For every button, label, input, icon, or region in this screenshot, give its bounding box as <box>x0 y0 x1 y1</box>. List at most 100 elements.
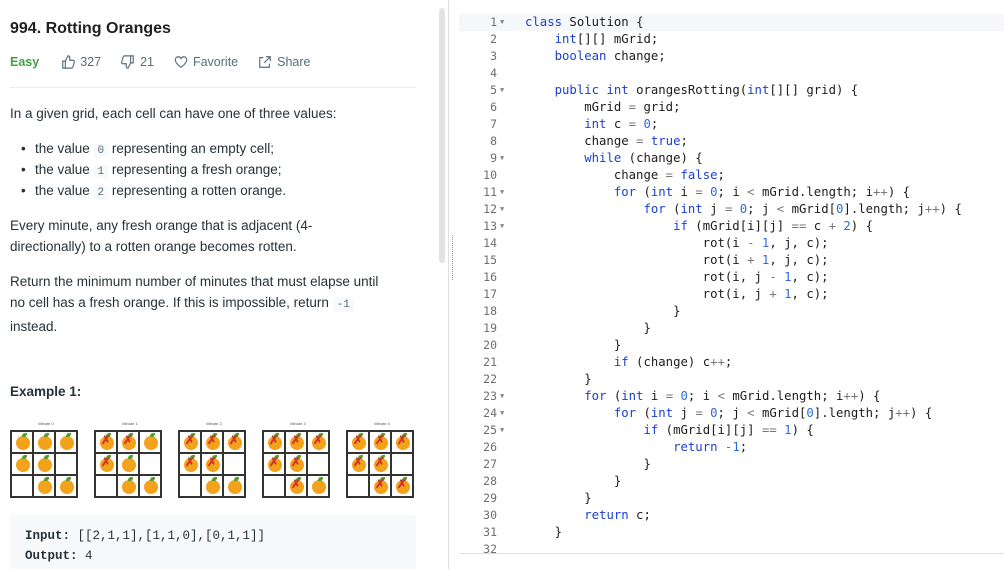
code-line[interactable]: 7 int c = 0; <box>459 116 1004 133</box>
code-text[interactable]: int[][] mGrid; <box>554 32 659 46</box>
dislike-button[interactable]: 21 <box>121 55 154 69</box>
code-line[interactable]: 24▼ for (int j = 0; j < mGrid[0].length;… <box>459 405 1004 422</box>
code-text[interactable]: rot(i, j - 1, c); <box>525 270 829 284</box>
code-text[interactable]: mGrid = grid; <box>525 100 681 114</box>
code-line[interactable]: 14 rot(i - 1, j, c); <box>459 235 1004 252</box>
code-text[interactable]: } <box>525 321 651 335</box>
fold-arrow-icon[interactable]: ▼ <box>500 392 505 400</box>
code-text[interactable]: if (mGrid[i][j] == c + 2) { <box>673 219 874 233</box>
line-number: 16 <box>483 270 497 284</box>
orange-icon <box>184 455 198 472</box>
grid-cell <box>391 453 413 475</box>
code-line[interactable]: 2 int[][] mGrid; <box>459 31 1004 48</box>
code-line[interactable]: 20 } <box>459 337 1004 354</box>
code-line[interactable]: 1▼class Solution { <box>459 14 1004 31</box>
code-line[interactable]: 27 } <box>459 456 1004 473</box>
fold-arrow-icon[interactable]: ▼ <box>500 154 505 162</box>
line-number: 17 <box>483 287 497 301</box>
code-text[interactable]: int c = 0; <box>584 117 659 131</box>
code-text[interactable]: for (int j = 0; j < mGrid[0].length; j++… <box>613 406 933 420</box>
code-text[interactable]: } <box>525 372 592 386</box>
code-line[interactable]: 4 <box>459 65 1004 82</box>
fold-arrow-icon[interactable]: ▼ <box>500 86 505 94</box>
code-line[interactable]: 8 change = true; <box>459 133 1004 150</box>
code-text[interactable]: if (mGrid[i][j] == 1) { <box>643 423 814 437</box>
code-line[interactable]: 23▼ for (int i = 0; i < mGrid.length; i+… <box>459 388 1004 405</box>
orange-icon <box>100 455 114 472</box>
code-line[interactable]: 10 change = false; <box>459 167 1004 184</box>
code-text[interactable]: rot(i + 1, j, c); <box>525 253 829 267</box>
fold-arrow-icon[interactable]: ▼ <box>500 18 505 26</box>
code-line[interactable]: 18 } <box>459 303 1004 320</box>
orange-icon <box>206 455 220 472</box>
fold-arrow-icon[interactable]: ▼ <box>500 222 505 230</box>
code-line[interactable]: 9▼ while (change) { <box>459 150 1004 167</box>
orange-icon <box>228 477 242 494</box>
code-text[interactable]: class Solution { <box>525 15 644 29</box>
orange-icon <box>16 455 30 472</box>
code-line[interactable]: 3 boolean change; <box>459 48 1004 65</box>
line-number: 31 <box>483 525 497 539</box>
code-line[interactable]: 17 rot(i, j + 1, c); <box>459 286 1004 303</box>
code-text[interactable]: boolean change; <box>554 49 666 63</box>
line-number: 21 <box>483 355 497 369</box>
orange-icon <box>352 455 366 472</box>
fold-arrow-icon[interactable]: ▼ <box>500 188 505 196</box>
code-text[interactable]: return c; <box>584 508 651 522</box>
code-line[interactable]: 13▼ if (mGrid[i][j] == c + 2) { <box>459 218 1004 235</box>
code-line[interactable]: 11▼ for (int i = 0; i < mGrid.length; i+… <box>459 184 1004 201</box>
fold-arrow-icon[interactable]: ▼ <box>500 409 505 417</box>
share-button[interactable]: Share <box>258 55 310 69</box>
code-line[interactable]: 5▼ public int orangesRotting(int[][] gri… <box>459 82 1004 99</box>
grid-cell <box>263 475 285 497</box>
code-line[interactable]: 30 return c; <box>459 507 1004 524</box>
code-line[interactable]: 29 } <box>459 490 1004 507</box>
panel-divider <box>448 0 449 569</box>
code-text[interactable]: if (change) c++; <box>613 355 733 369</box>
code-text[interactable]: rot(i - 1, j, c); <box>525 236 829 250</box>
code-text[interactable]: while (change) { <box>584 151 703 165</box>
line-number: 2 <box>490 32 497 46</box>
grid-cell: ✗ <box>307 431 329 453</box>
code-line[interactable]: 25▼ if (mGrid[i][j] == 1) { <box>459 422 1004 439</box>
code-line[interactable]: 6 mGrid = grid; <box>459 99 1004 116</box>
code-line[interactable]: 15 rot(i + 1, j, c); <box>459 252 1004 269</box>
code-text[interactable]: } <box>525 525 563 539</box>
code-line[interactable]: 28 } <box>459 473 1004 490</box>
fold-arrow-icon[interactable]: ▼ <box>500 426 505 434</box>
code-line[interactable]: 19 } <box>459 320 1004 337</box>
code-text[interactable]: } <box>525 457 651 471</box>
code-text[interactable]: for (int i = 0; i < mGrid.length; i++) { <box>584 389 881 403</box>
grid-cell: ✗ <box>201 431 223 453</box>
code-line[interactable]: 26 return -1; <box>459 439 1004 456</box>
code-line[interactable]: 21 if (change) c++; <box>459 354 1004 371</box>
code-text[interactable]: change = true; <box>525 134 688 148</box>
code-text[interactable]: } <box>525 304 681 318</box>
code-text[interactable]: public int orangesRotting(int[][] grid) … <box>554 83 859 97</box>
code-line[interactable]: 32 <box>459 541 1004 553</box>
description-scrollbar[interactable] <box>439 8 445 263</box>
like-button[interactable]: 327 <box>61 55 101 69</box>
code-text[interactable]: for (int j = 0; j < mGrid[0].length; j++… <box>643 202 962 216</box>
code-text[interactable]: return -1; <box>673 440 748 454</box>
code-line[interactable]: 16 rot(i, j - 1, c); <box>459 269 1004 286</box>
code-line[interactable]: 12▼ for (int j = 0; j < mGrid[0].length;… <box>459 201 1004 218</box>
orange-icon <box>312 477 326 494</box>
resize-handle[interactable] <box>452 235 456 280</box>
code-text[interactable]: rot(i, j + 1, c); <box>525 287 829 301</box>
code-text[interactable]: } <box>525 491 592 505</box>
orange-icon <box>228 433 242 450</box>
code-text[interactable]: for (int i = 0; i < mGrid.length; i++) { <box>613 185 911 199</box>
rotten-x-icon: ✗ <box>185 455 196 469</box>
code-line[interactable]: 22 } <box>459 371 1004 388</box>
line-number: 27 <box>483 457 497 471</box>
orange-icon <box>268 455 282 472</box>
code-editor[interactable]: 1▼class Solution {2 int[][] mGrid;3 bool… <box>459 8 1004 553</box>
code-text[interactable]: change = false; <box>525 168 725 182</box>
favorite-button[interactable]: Favorite <box>174 55 238 69</box>
example-title: Example 1: <box>10 384 82 399</box>
code-text[interactable]: } <box>525 474 622 488</box>
code-line[interactable]: 31 } <box>459 524 1004 541</box>
fold-arrow-icon[interactable]: ▼ <box>500 205 505 213</box>
code-text[interactable]: } <box>525 338 622 352</box>
